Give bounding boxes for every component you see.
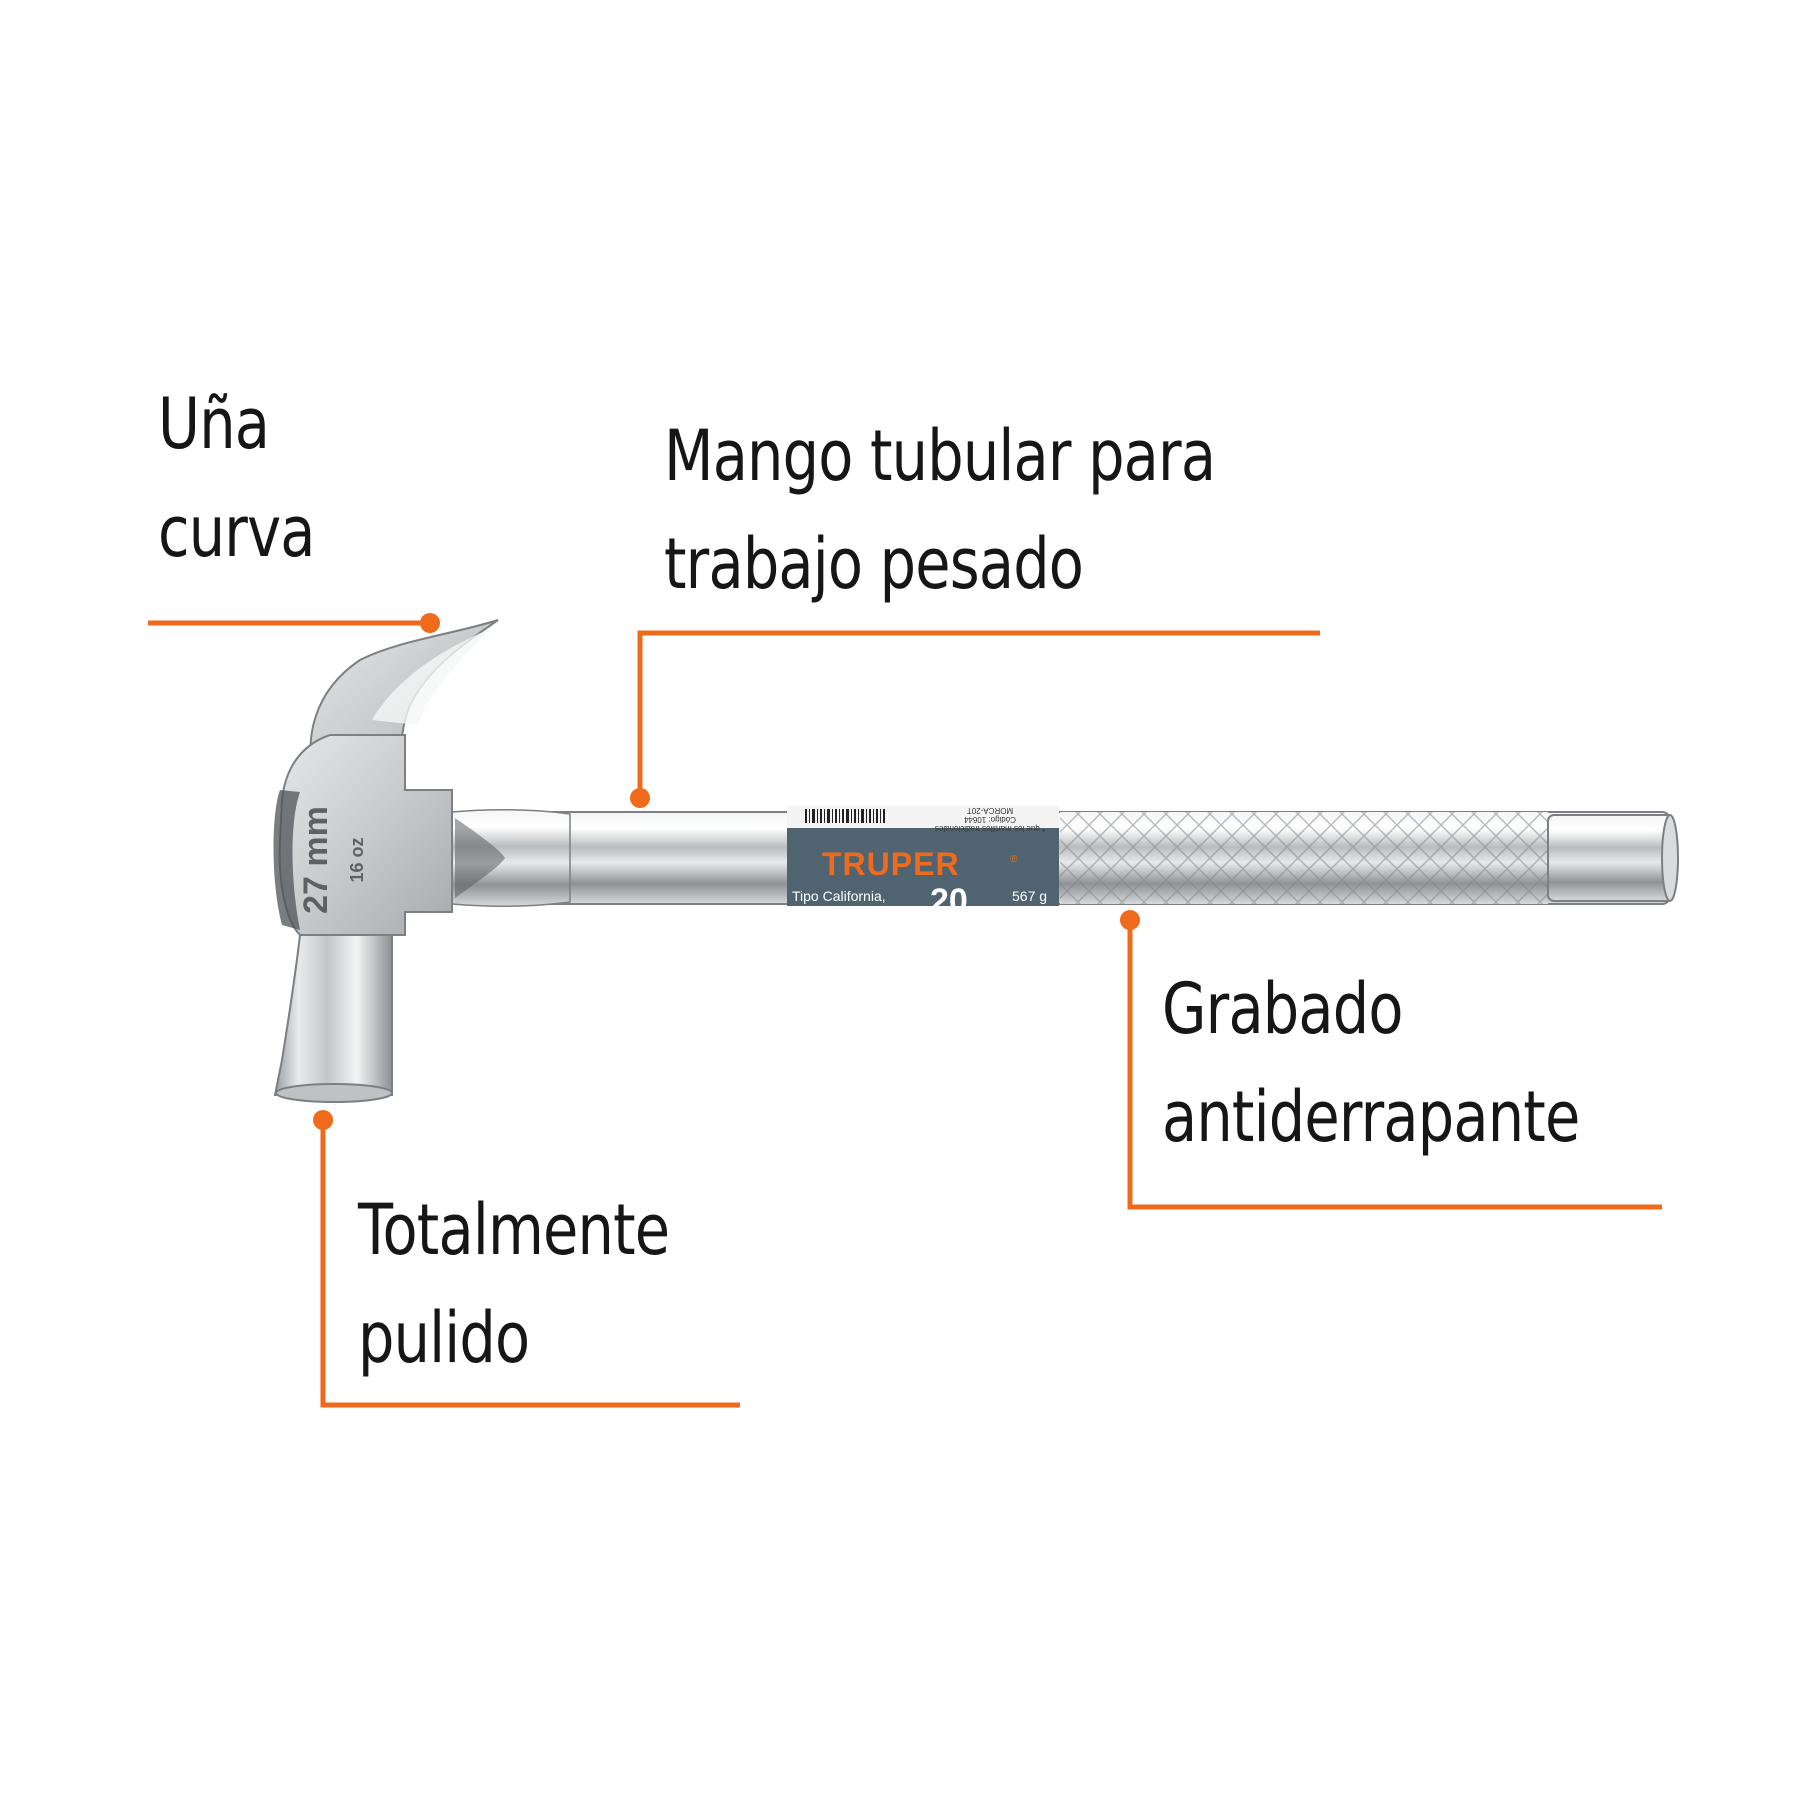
callout-finish-line1: Totalmente	[358, 1189, 670, 1271]
label-weight: 567 g	[1012, 888, 1047, 904]
callout-handle-line2: trabajo pesado	[664, 523, 1084, 605]
callout-finish-line	[320, 1120, 740, 1408]
barcode-icon	[805, 809, 885, 823]
callout-claw-text: Uña curva	[158, 370, 315, 586]
brand-registered-mark: ®	[1010, 854, 1018, 865]
callout-finish-line2: pulido	[358, 1297, 530, 1379]
label-note: * que los martillos tradicionales	[935, 824, 1045, 833]
hammer-claw-highlight	[372, 628, 492, 725]
hammer-neck-shadow	[455, 818, 505, 898]
hammer-end-cap	[1547, 814, 1673, 902]
label-model: MORCA-20T	[967, 806, 1013, 815]
label-small-text: * que los martillos tradicionales Código…	[935, 806, 1045, 833]
callout-grip-dot	[1120, 910, 1140, 930]
callout-finish-text: Totalmente pulido	[358, 1176, 670, 1392]
label-number: 20	[930, 882, 968, 920]
callout-grip-line1: Grabado	[1162, 968, 1404, 1050]
hammer-head-side-shadow	[273, 790, 300, 930]
hammer: * que los martillos tradicionales Código…	[273, 619, 1679, 1103]
callout-claw-dot	[420, 613, 440, 633]
callout-handle-line1: Mango tubular para	[664, 415, 1216, 497]
brand-logo: TRUPER	[822, 846, 960, 882]
callout-claw-line2: curva	[158, 491, 315, 573]
callout-grip-line	[1127, 920, 1662, 1210]
callout-lines	[148, 613, 1662, 1408]
hammer-end-cap-face	[1661, 814, 1679, 902]
hammer-grip-knurl	[1060, 812, 1548, 904]
callout-handle-dot	[630, 788, 650, 808]
callout-claw-line1: Uña	[158, 383, 270, 465]
callout-handle-text: Mango tubular para trabajo pesado	[664, 402, 1216, 618]
head-stamp: 27 mm 16 oz	[297, 806, 367, 914]
label-code: Código: 10644	[963, 815, 1016, 824]
hammer-neck	[451, 809, 571, 907]
hammer-face	[275, 1083, 393, 1103]
product-label-band	[787, 827, 1059, 906]
label-type: Tipo California,	[792, 888, 886, 904]
callout-finish-dot	[313, 1110, 333, 1130]
head-size: 27 mm	[297, 806, 335, 914]
callout-grip-text: Grabado antiderrapante	[1162, 955, 1580, 1171]
hammer-face-neck	[273, 934, 393, 1096]
callout-handle-line	[637, 630, 1320, 798]
head-weight: 16 oz	[347, 837, 367, 882]
callout-grip-line2: antiderrapante	[1162, 1076, 1580, 1158]
